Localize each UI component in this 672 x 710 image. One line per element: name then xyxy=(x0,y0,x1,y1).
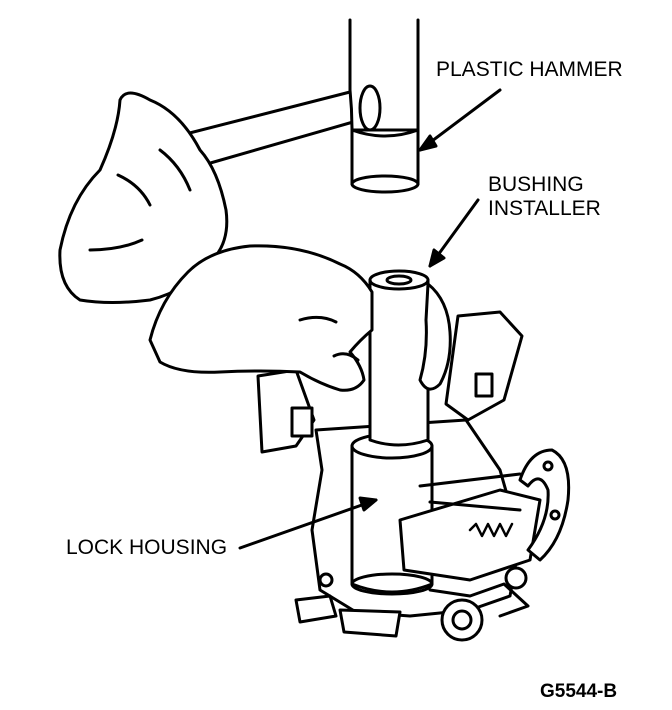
label-bushing-installer-line2: INSTALLER xyxy=(488,197,601,220)
label-bushing-installer-line1: BUSHING xyxy=(488,173,584,196)
label-bushing-installer: BUSHING INSTALLER xyxy=(488,173,601,221)
plastic-hammer-drawing xyxy=(168,18,420,194)
leader-arrows xyxy=(238,88,502,550)
right-hand-drawing xyxy=(148,244,452,392)
figure-id: G5544-B xyxy=(540,681,618,702)
label-plastic-hammer: PLASTIC HAMMER xyxy=(436,58,623,81)
arrow-lock-housing xyxy=(238,498,378,550)
bushing-installer-drawing xyxy=(368,269,430,447)
label-lock-housing: LOCK HOUSING xyxy=(66,536,228,559)
left-hand-drawing xyxy=(58,91,229,304)
